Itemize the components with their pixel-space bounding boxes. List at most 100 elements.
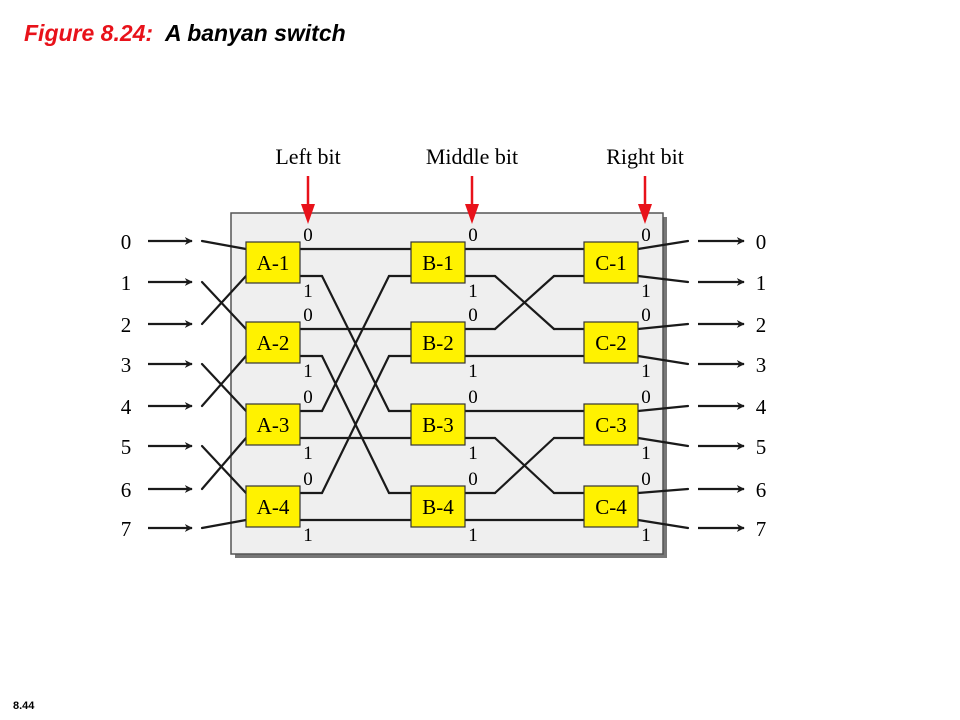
wires bbox=[148, 237, 745, 532]
switch-box-label: C-2 bbox=[595, 331, 627, 355]
input-wire bbox=[200, 444, 248, 495]
switch-box bbox=[583, 321, 639, 364]
port-label-1: 1 bbox=[641, 361, 651, 382]
output-wire bbox=[636, 274, 690, 284]
input-label: 3 bbox=[121, 353, 132, 377]
output-wire bbox=[636, 239, 690, 251]
port-label-1: 1 bbox=[641, 281, 651, 302]
port-label-1: 1 bbox=[303, 443, 313, 464]
input-wire bbox=[200, 280, 248, 331]
bit-labels: Left bit Middle bit Right bit bbox=[275, 144, 684, 224]
input-label: 4 bbox=[121, 395, 132, 419]
bit-label: Middle bit bbox=[426, 144, 518, 169]
switch-box bbox=[410, 321, 466, 364]
switch-box-label: B-1 bbox=[422, 251, 454, 275]
stage-bc-wire bbox=[493, 436, 556, 495]
output-label: 1 bbox=[756, 271, 767, 295]
port-label-1: 1 bbox=[303, 361, 313, 382]
input-wire bbox=[200, 354, 248, 408]
stage-ab-wire bbox=[320, 354, 391, 495]
output-wire bbox=[636, 322, 690, 331]
switch-boxes: A-1A-2A-3A-4 B-1B-2B-3B-4 C-1C-2C-3C-4 bbox=[245, 241, 639, 528]
input-wire bbox=[200, 518, 248, 530]
switch-box-label: C-1 bbox=[595, 251, 627, 275]
io-labels: 0 1 2 3 4 5 6 7 0 1 2 3 4 5 6 7 bbox=[121, 230, 767, 541]
port-label-0: 0 bbox=[641, 305, 651, 326]
switch-box-label: B-2 bbox=[422, 331, 454, 355]
switch-box-label: A-2 bbox=[257, 331, 290, 355]
slide-title: Figure 8.24: A banyan switch bbox=[24, 20, 346, 47]
switch-box-label: B-3 bbox=[422, 413, 454, 437]
port-label-1: 1 bbox=[303, 525, 313, 546]
port-label-0: 0 bbox=[303, 225, 313, 246]
port-label-0: 0 bbox=[303, 469, 313, 490]
switch-box-label: B-4 bbox=[422, 495, 454, 519]
input-label: 6 bbox=[121, 478, 132, 502]
output-label: 7 bbox=[756, 517, 767, 541]
bit-arrow-head bbox=[638, 204, 652, 224]
figure-label: Figure 8.24: bbox=[24, 20, 154, 46]
port-label-0: 0 bbox=[468, 225, 478, 246]
port-label-1: 1 bbox=[468, 443, 478, 464]
port-label-1: 1 bbox=[641, 525, 651, 546]
output-label: 0 bbox=[756, 230, 767, 254]
switch-box-label: C-3 bbox=[595, 413, 627, 437]
output-wire bbox=[636, 404, 690, 413]
page-number: 8.44 bbox=[13, 700, 35, 712]
switch-box bbox=[245, 241, 301, 284]
switch-box bbox=[583, 403, 639, 446]
switch-box bbox=[245, 485, 301, 528]
port-label-1: 1 bbox=[641, 443, 651, 464]
output-label: 2 bbox=[756, 313, 767, 337]
port-label-0: 0 bbox=[641, 469, 651, 490]
port-label-1: 1 bbox=[468, 281, 478, 302]
port-label-0: 0 bbox=[468, 387, 478, 408]
stage-ab-wire bbox=[320, 274, 391, 413]
switch-box bbox=[245, 321, 301, 364]
input-wire bbox=[200, 274, 248, 326]
input-label: 1 bbox=[121, 271, 132, 295]
port-label-0: 0 bbox=[468, 305, 478, 326]
switch-box bbox=[410, 485, 466, 528]
switch-box bbox=[245, 403, 301, 446]
input-label: 0 bbox=[121, 230, 132, 254]
port-label-0: 0 bbox=[468, 469, 478, 490]
switch-box bbox=[583, 485, 639, 528]
figure-title: A banyan switch bbox=[165, 20, 346, 46]
output-label: 5 bbox=[756, 435, 767, 459]
port-label-0: 0 bbox=[641, 387, 651, 408]
port-label-1: 1 bbox=[303, 281, 313, 302]
bit-arrow-head bbox=[301, 204, 315, 224]
output-wire bbox=[636, 518, 690, 530]
output-wire bbox=[636, 436, 690, 448]
input-wire bbox=[200, 362, 248, 413]
output-label: 6 bbox=[756, 478, 767, 502]
port-label-1: 1 bbox=[468, 361, 478, 382]
port-label-0: 0 bbox=[641, 225, 651, 246]
output-label: 4 bbox=[756, 395, 767, 419]
input-wire bbox=[200, 436, 248, 491]
input-wire bbox=[200, 239, 248, 251]
bit-arrow-head bbox=[465, 204, 479, 224]
bit-label: Right bit bbox=[606, 144, 684, 169]
switch-box-label: A-3 bbox=[257, 413, 290, 437]
input-label: 7 bbox=[121, 517, 132, 541]
port-label-0: 0 bbox=[303, 387, 313, 408]
input-label: 5 bbox=[121, 435, 132, 459]
switch-box bbox=[583, 241, 639, 284]
port-labels: 0 1 0 1 0 1 0 1 0 1 0 1 0 1 0 1 0 1 0 1 0 1 0 1 bbox=[303, 225, 651, 546]
input-label: 2 bbox=[121, 313, 132, 337]
switch-box-label: A-4 bbox=[257, 495, 290, 519]
switch-box-label: A-1 bbox=[257, 251, 290, 275]
output-label: 3 bbox=[756, 353, 767, 377]
bit-label: Left bit bbox=[275, 144, 340, 169]
switch-box bbox=[410, 241, 466, 284]
output-wire bbox=[636, 487, 690, 495]
output-wire bbox=[636, 354, 690, 366]
switch-box-label: C-4 bbox=[595, 495, 627, 519]
stage-bc-wire bbox=[493, 274, 556, 331]
switch-box bbox=[410, 403, 466, 446]
port-label-0: 0 bbox=[303, 305, 313, 326]
port-label-1: 1 bbox=[468, 525, 478, 546]
